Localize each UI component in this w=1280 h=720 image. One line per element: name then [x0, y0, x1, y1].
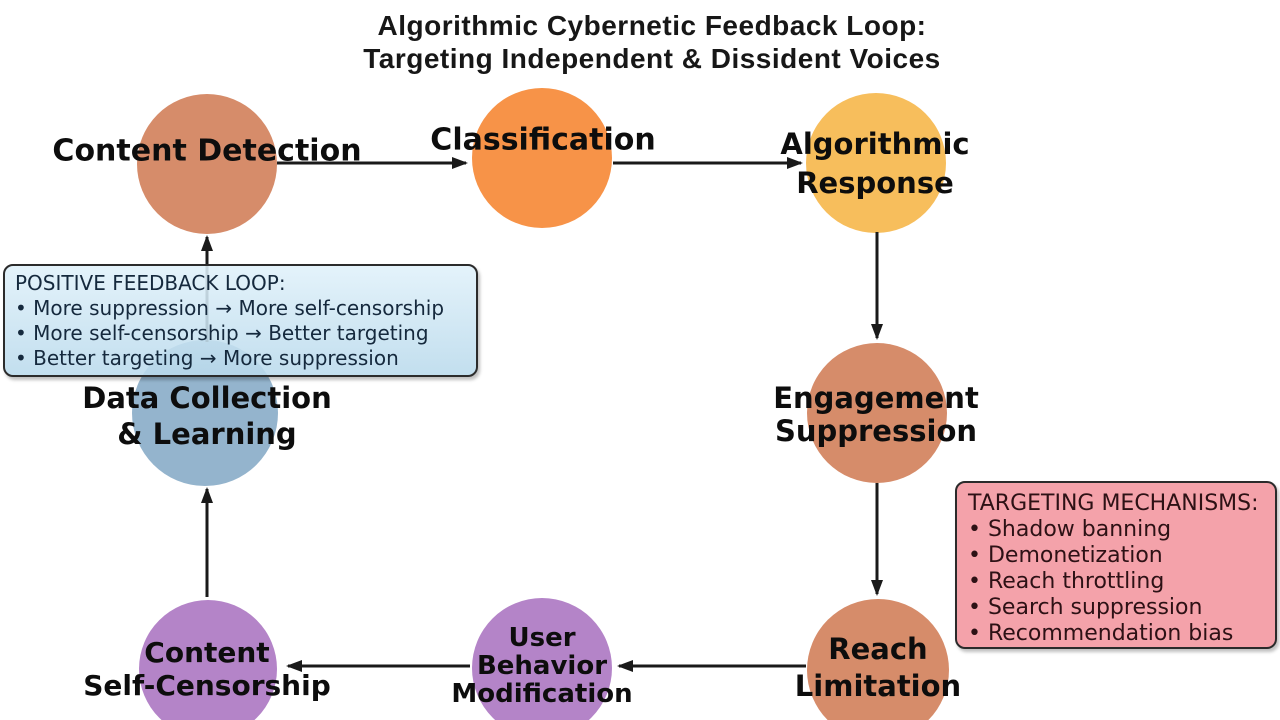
label-line: Classification [430, 122, 656, 158]
label-line: User [508, 623, 576, 653]
node-reach-limitation-circle [807, 599, 949, 720]
label-line: Engagement [773, 381, 979, 415]
positive-feedback-box: POSITIVE FEEDBACK LOOP: • More suppressi… [3, 264, 478, 377]
label-line: & Learning [117, 417, 297, 451]
positive-feedback-item-2: • More self-censorship → Better targetin… [15, 321, 429, 345]
label-line: Algorithmic [780, 127, 970, 161]
label-line: Response [796, 166, 954, 200]
label-line: Data Collection [82, 381, 332, 415]
label-line: Limitation [794, 669, 962, 703]
positive-feedback-item-3: • Better targeting → More suppression [15, 346, 399, 370]
node-content-self-censorship-label: Content Self-Censorship [83, 636, 331, 702]
label-line: Content Detection [52, 133, 362, 169]
node-engagement-suppression-circle [807, 343, 947, 483]
node-classification-circle [472, 88, 612, 228]
node-user-behavior-circle [472, 598, 612, 720]
positive-feedback-title: POSITIVE FEEDBACK LOOP: [15, 271, 286, 295]
node-user-behavior-label: User Behavior Modification [451, 624, 632, 708]
label-line: Modification [451, 679, 633, 709]
node-engagement-suppression-label: Engagement Suppression [773, 382, 979, 448]
node-content-detection-circle [137, 94, 277, 234]
label-line: Reach [828, 632, 928, 666]
targeting-item-2: • Demonetization [968, 543, 1163, 568]
label-line: Self-Censorship [83, 669, 331, 702]
node-classification-label: Classification [430, 123, 655, 158]
diagram-title: Algorithmic Cybernetic Feedback Loop: Ta… [12, 9, 1280, 75]
label-line: Behavior [476, 651, 608, 681]
diagram-title-line2: Targeting Independent & Dissident Voices [363, 43, 941, 74]
targeting-item-1: • Shadow banning [968, 517, 1172, 542]
node-content-detection-label: Content Detection [52, 134, 361, 169]
targeting-mechanisms-title: TARGETING MECHANISMS: [968, 491, 1259, 516]
node-reach-limitation-label: Reach Limitation [795, 631, 961, 705]
diagram-title-line1: Algorithmic Cybernetic Feedback Loop: [377, 10, 927, 41]
positive-feedback-item-1: • More suppression → More self-censorshi… [15, 296, 445, 320]
label-line: Suppression [774, 414, 978, 448]
label-line: Content [144, 636, 270, 669]
targeting-item-5: • Recommendation bias [968, 621, 1234, 646]
node-data-collection-label: Data Collection & Learning [82, 380, 332, 452]
targeting-item-3: • Reach throttling [968, 569, 1165, 594]
node-algorithmic-response-label: Algorithmic Response [780, 125, 969, 203]
targeting-mechanisms-box: TARGETING MECHANISMS: • Shadow banning •… [955, 481, 1277, 649]
node-content-self-censorship-circle [139, 600, 277, 720]
targeting-item-4: • Search suppression [968, 595, 1203, 620]
node-algorithmic-response-circle [806, 93, 946, 233]
